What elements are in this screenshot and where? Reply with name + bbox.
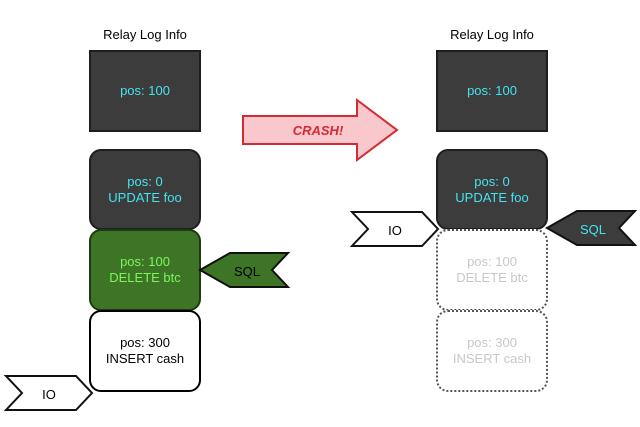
right-io-pointer-shape <box>349 211 440 247</box>
right-entry-2-pos: pos: 100 <box>467 254 517 269</box>
right-entry-3-stmt: INSERT cash <box>452 351 532 366</box>
left-log-entry-update: pos: 0 UPDATE foo <box>89 149 201 230</box>
right-log-entry-delete: pos: 100 DELETE btc <box>436 229 548 311</box>
right-io-pointer-label: IO <box>388 222 402 238</box>
right-sql-pointer-label: SQL <box>579 221 606 237</box>
right-log-entry-update: pos: 0 UPDATE foo <box>436 149 548 230</box>
left-entry-2-stmt: DELETE btc <box>109 270 181 285</box>
left-io-pointer-label: IO <box>42 386 56 402</box>
left-log-entry-delete: pos: 100 DELETE btc <box>89 229 201 311</box>
left-entry-3-pos: pos: 300 <box>120 335 170 350</box>
crash-arrow-label: CRASH! <box>292 122 344 138</box>
right-entry-2-stmt: DELETE btc <box>456 270 528 285</box>
left-entry-3-stmt: INSERT cash <box>105 351 185 366</box>
left-relay-log-info-title: Relay Log Info <box>103 27 187 42</box>
left-info-pos: pos: 100 <box>120 83 170 98</box>
right-log-entry-insert: pos: 300 INSERT cash <box>436 310 548 392</box>
left-info-box: pos: 100 <box>89 50 201 132</box>
right-entry-3-pos: pos: 300 <box>467 335 517 350</box>
left-sql-pointer-label: SQL <box>233 263 260 279</box>
right-entry-1-pos: pos: 0 <box>474 173 510 189</box>
right-sql-pointer-shape <box>544 210 638 246</box>
left-entry-2-pos: pos: 100 <box>120 254 170 269</box>
right-info-box: pos: 100 <box>436 50 548 132</box>
crash-arrow-shape <box>242 98 399 162</box>
left-log-entry-insert: pos: 300 INSERT cash <box>89 310 201 392</box>
left-entry-1-pos: pos: 0 <box>127 173 163 189</box>
left-io-pointer-shape <box>3 375 94 411</box>
right-entry-1-stmt: UPDATE foo <box>455 189 529 205</box>
left-entry-1-stmt: UPDATE foo <box>108 189 182 205</box>
left-sql-pointer-shape <box>197 252 291 288</box>
right-info-pos: pos: 100 <box>467 83 517 98</box>
right-relay-log-info-title: Relay Log Info <box>450 27 534 42</box>
